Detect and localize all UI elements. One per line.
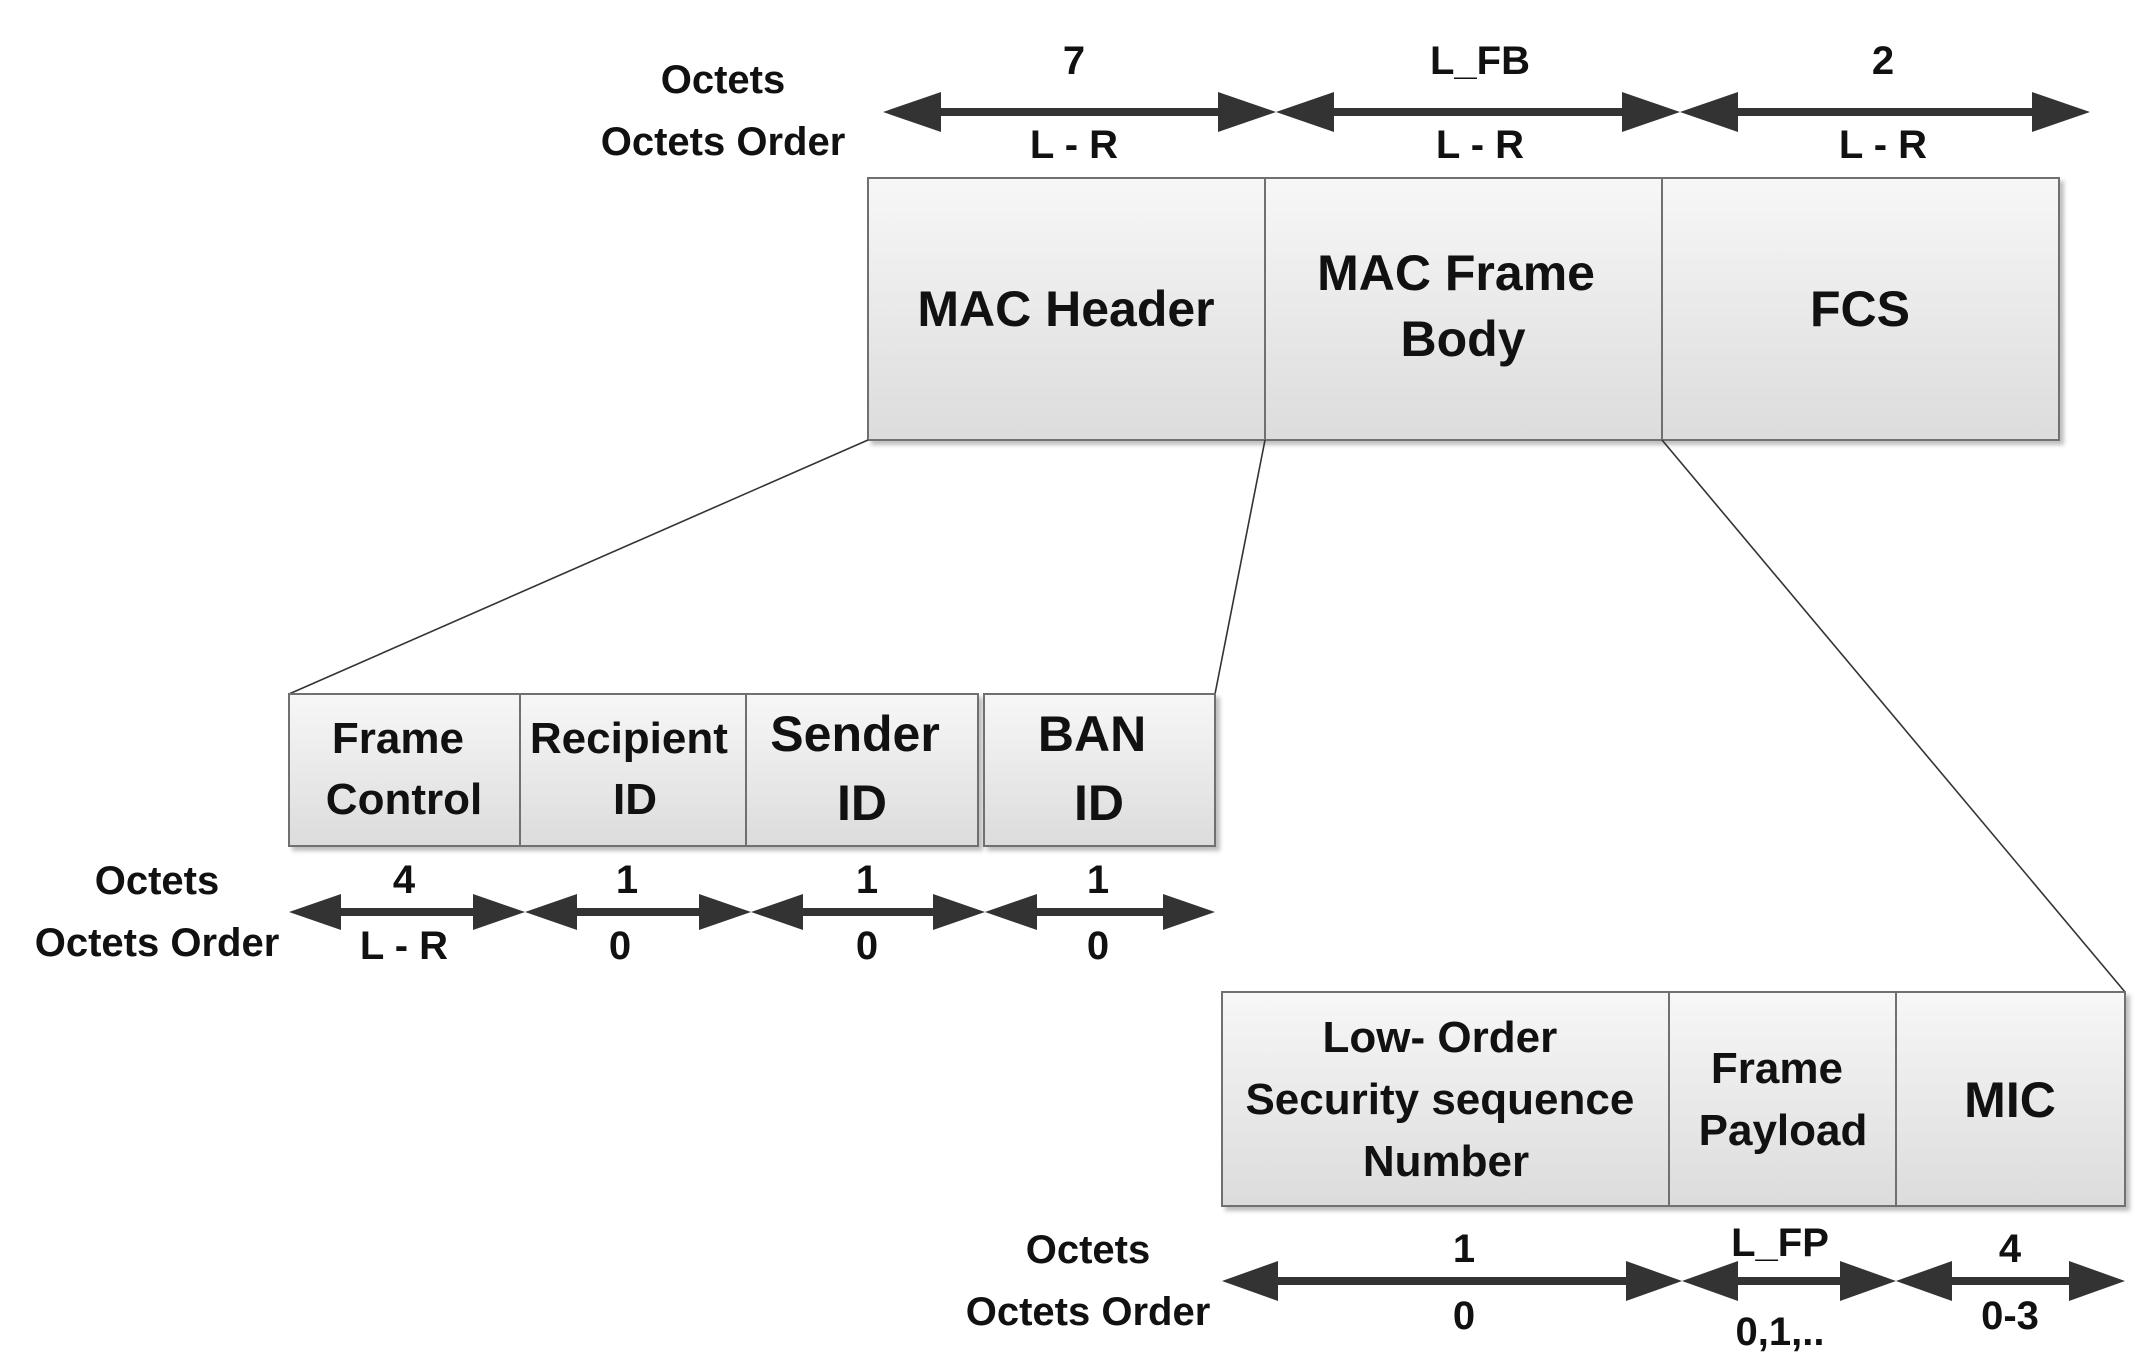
header-connector-right	[1214, 439, 1266, 695]
frame-payload-label-line-2: Payload	[1699, 1106, 1868, 1155]
mac-frame-body-label: MAC Frame Body	[1317, 245, 1609, 367]
fcs-label: FCS	[1810, 281, 1910, 337]
body-octets-label: Octets	[1026, 1228, 1151, 1272]
mac-frame-body-label-line-1: MAC Frame	[1317, 245, 1595, 301]
security-sequence-number-label-line-1: Low- Order	[1323, 1013, 1558, 1062]
security-sequence-number-label-line-3: Number	[1363, 1137, 1529, 1186]
top-order-label: Octets Order	[601, 120, 846, 164]
header-order-ban-id: 0	[1087, 924, 1109, 968]
double-arrow-segment	[883, 92, 1276, 132]
recipient-id-segment	[519, 693, 747, 847]
header-octets-arrow	[289, 894, 1215, 930]
body-order-mic: 0-3	[1981, 1294, 2039, 1338]
header-octets-ban-id: 1	[1087, 858, 1109, 902]
frame-control-segment	[288, 693, 521, 847]
recipient-id-label: Recipient ID	[530, 714, 740, 824]
double-arrow-segment	[289, 894, 525, 930]
top-order-mac-frame-body: L - R	[1436, 123, 1524, 167]
security-sequence-number-label-line-2: Security sequence	[1245, 1075, 1634, 1124]
frame-control-label-line-2: Control	[326, 775, 482, 824]
body-octets-mic: 4	[1999, 1227, 2022, 1271]
fcs-label-line: FCS	[1810, 281, 1910, 337]
double-arrow-segment	[1276, 92, 1680, 132]
double-arrow-segment	[985, 894, 1215, 930]
header-octets-sender-id: 1	[856, 858, 878, 902]
mac-header-label: MAC Header	[917, 281, 1214, 337]
recipient-id-label-line-2: ID	[613, 775, 657, 824]
header-octets-label: Octets	[95, 859, 220, 903]
mic-label: MIC	[1964, 1072, 2056, 1128]
security-sequence-number-label: Low- Order Security sequence Number	[1245, 1013, 1646, 1186]
double-arrow-segment	[1682, 1261, 1896, 1301]
top-octets-mac-header: 7	[1063, 39, 1085, 83]
body-connector	[1661, 439, 2126, 993]
top-octets-label: Octets	[661, 58, 786, 102]
top-frame-group: Octets Octets Order 7 L_FB 2 L - R L - R…	[601, 39, 2090, 441]
mac-frame-body-segment	[1264, 177, 1663, 441]
mac-header-segment	[867, 177, 1266, 441]
body-octets-frame-payload: L_FP	[1731, 1221, 1829, 1265]
sender-id-segment	[745, 693, 979, 847]
mic-segment	[1895, 991, 2126, 1207]
body-order-label: Octets Order	[966, 1290, 1211, 1334]
fcs-segment	[1661, 177, 2060, 441]
header-connector-left	[288, 439, 869, 695]
top-octets-mac-frame-body: L_FB	[1430, 39, 1530, 83]
double-arrow-segment	[751, 894, 985, 930]
top-octets-fcs: 2	[1872, 39, 1894, 83]
top-frame-box	[867, 177, 2060, 441]
mac-header-detail-group: Frame Control Recipient ID Sender ID BAN…	[35, 693, 1216, 968]
body-octets-arrow	[1222, 1261, 2125, 1301]
ban-id-segment	[983, 693, 1216, 847]
header-octets-frame-control: 4	[393, 858, 416, 902]
body-order-security-sequence-number: 0	[1453, 1294, 1475, 1338]
zoom-connector-lines	[288, 439, 2126, 993]
sender-id-label-line-1: Sender	[770, 706, 940, 762]
mac-frame-body-detail-box	[1221, 991, 2126, 1207]
body-order-frame-payload: 0,1,..	[1736, 1310, 1825, 1354]
mac-frame-body-label-line-2: Body	[1401, 311, 1526, 367]
header-order-recipient-id: 0	[609, 924, 631, 968]
ban-id-label: BAN ID	[1038, 706, 1160, 831]
double-arrow-segment	[525, 894, 751, 930]
frame-control-label-line-1: Frame	[332, 714, 464, 763]
top-order-fcs: L - R	[1839, 123, 1927, 167]
ban-id-label-line-2: ID	[1074, 775, 1124, 831]
double-arrow-segment	[1222, 1261, 1682, 1301]
double-arrow-segment	[1896, 1261, 2125, 1301]
ban-id-label-line-1: BAN	[1038, 706, 1146, 762]
header-order-sender-id: 0	[856, 924, 878, 968]
sender-id-label: Sender ID	[770, 706, 953, 831]
mac-header-detail-box	[288, 693, 1216, 847]
frame-control-label: Frame Control	[326, 714, 482, 824]
recipient-id-label-line-1: Recipient	[530, 714, 728, 763]
mac-header-label-line: MAC Header	[917, 281, 1214, 337]
sender-id-label-line-2: ID	[837, 775, 887, 831]
mac-frame-body-detail-group: Low- Order Security sequence Number Fram…	[966, 991, 2126, 1354]
security-sequence-number-segment	[1221, 991, 1670, 1207]
header-order-label: Octets Order	[35, 921, 280, 965]
header-order-frame-control: L - R	[360, 924, 448, 968]
double-arrow-segment	[1680, 92, 2090, 132]
mic-label-line: MIC	[1964, 1072, 2056, 1128]
frame-payload-segment	[1668, 991, 1897, 1207]
frame-payload-label-line-1: Frame	[1711, 1044, 1843, 1093]
body-octets-security-sequence-number: 1	[1453, 1227, 1475, 1271]
top-octets-arrow	[883, 92, 2090, 132]
frame-payload-label: Frame Payload	[1699, 1044, 1868, 1155]
header-octets-recipient-id: 1	[616, 858, 638, 902]
top-order-mac-header: L - R	[1030, 123, 1118, 167]
